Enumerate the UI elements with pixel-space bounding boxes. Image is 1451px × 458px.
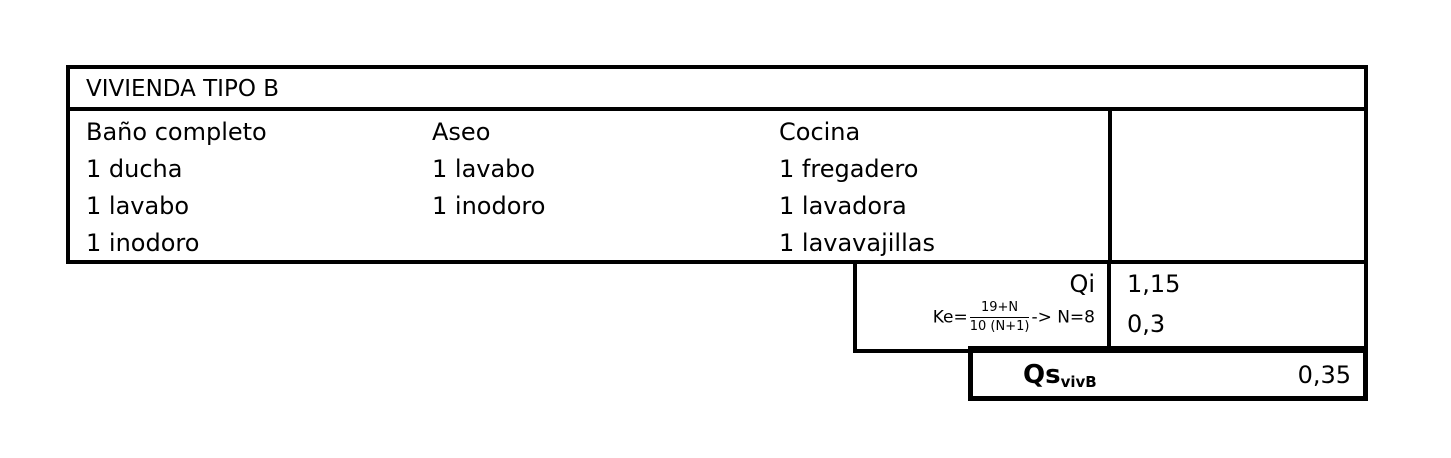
table-title: VIVIENDA TIPO B: [86, 76, 280, 102]
ke-denominator: 10 (N+1): [969, 319, 1030, 334]
qi-value: 1,15: [1127, 270, 1181, 298]
list-item: 1 fregadero: [779, 155, 919, 183]
column-bano: Baño completo 1 ducha 1 lavabo 1 inodoro: [86, 114, 267, 262]
ke-suffix: -> N=8: [1031, 307, 1095, 328]
ke-numerator: 19+N: [969, 301, 1030, 318]
qi-label: Qi: [1069, 270, 1095, 298]
list-item: 1 lavadora: [779, 192, 907, 220]
column-cocina: Cocina 1 fregadero 1 lavadora 1 lavavaji…: [779, 114, 935, 262]
list-item: 1 lavavajillas: [779, 229, 935, 257]
qs-box: QsvivB 0,35: [968, 346, 1368, 401]
list-item: 1 lavabo: [432, 155, 536, 183]
housing-table: VIVIENDA TIPO B Baño completo 1 ducha 1 …: [66, 65, 1368, 264]
qs-label: QsvivB: [1023, 360, 1097, 391]
column-header: Cocina: [779, 118, 861, 146]
list-item: 1 lavabo: [86, 192, 190, 220]
column-aseo: Aseo 1 lavabo 1 inodoro: [432, 114, 545, 225]
column-divider: [1108, 109, 1112, 260]
column-header: Baño completo: [86, 118, 267, 146]
qs-subscript: vivB: [1060, 373, 1097, 391]
list-item: 1 inodoro: [432, 192, 546, 220]
coefficients-divider: [1107, 264, 1111, 349]
qs-value: 0,35: [1297, 361, 1351, 389]
title-row: VIVIENDA TIPO B: [70, 69, 1364, 111]
list-item: 1 ducha: [86, 155, 183, 183]
ke-label: Ke=: [932, 307, 968, 328]
list-item: 1 inodoro: [86, 229, 200, 257]
ke-value: 0,3: [1127, 310, 1166, 338]
column-header: Aseo: [432, 118, 491, 146]
qs-label-text: Qs: [1023, 360, 1061, 390]
